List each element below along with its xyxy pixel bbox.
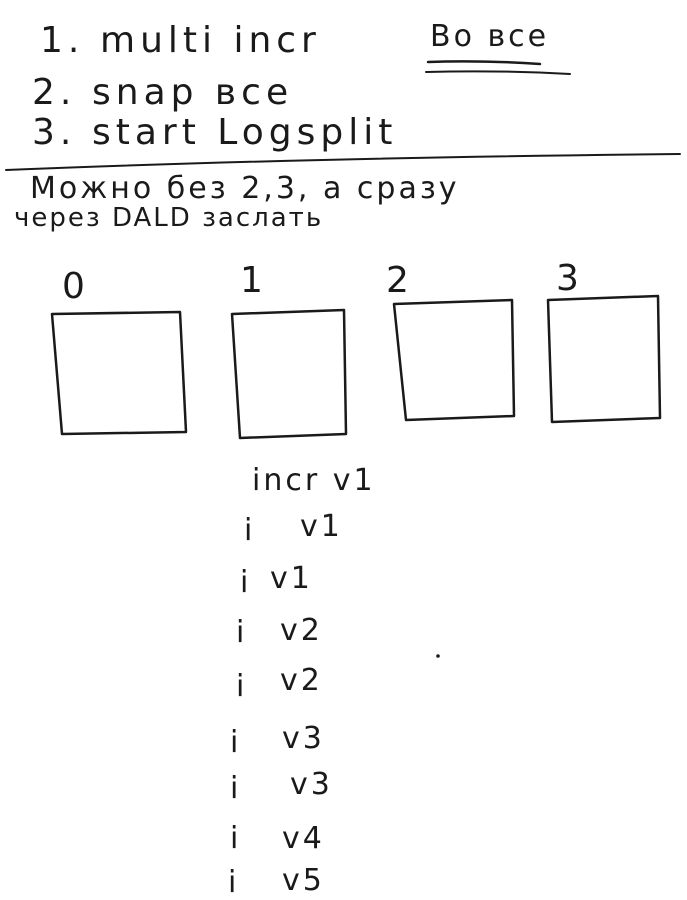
log-entry-version: v4 bbox=[282, 821, 325, 856]
log-entry-marker: i bbox=[236, 615, 247, 650]
step-1: 1. multi incr Во все bbox=[40, 19, 571, 75]
box-3-shape bbox=[546, 294, 662, 424]
step-1-suffix: Во все bbox=[430, 19, 549, 54]
step-3: 3. start Logsplit bbox=[32, 112, 397, 153]
box-1-label: 1 bbox=[240, 260, 268, 301]
log-entry-version: v2 bbox=[280, 613, 323, 648]
box-1: 1 bbox=[230, 260, 348, 440]
step-3-text: start Logsplit bbox=[92, 112, 397, 153]
box-2-label: 2 bbox=[386, 260, 414, 301]
box-2: 2 bbox=[386, 260, 516, 422]
log-entry-marker: i bbox=[228, 865, 239, 900]
step-2-number: 2. bbox=[32, 72, 76, 113]
log-entry: i v2 bbox=[236, 663, 323, 704]
suffix-underline-1 bbox=[426, 60, 542, 66]
log-entry-marker: i bbox=[244, 513, 255, 548]
log-entry-marker: i bbox=[240, 565, 251, 600]
step-1-text: multi incr bbox=[100, 20, 321, 61]
log-entry-version: v3 bbox=[290, 767, 333, 802]
stray-dot bbox=[436, 654, 440, 658]
log-entry: i v5 bbox=[228, 863, 325, 900]
box-1-shape bbox=[230, 308, 348, 440]
comment-line-1: Можно без 2,3, а сразу bbox=[30, 171, 460, 206]
suffix-underline-2 bbox=[425, 70, 571, 75]
log-entry-version: v2 bbox=[280, 663, 323, 698]
box-0-label: 0 bbox=[62, 266, 90, 307]
log-entry-marker: i bbox=[236, 669, 247, 704]
log-entry: i v1 bbox=[244, 509, 343, 548]
divider-line bbox=[5, 153, 681, 171]
log-entry: i v2 bbox=[236, 613, 323, 650]
box-0-shape bbox=[50, 310, 188, 436]
comment-line-2: через DALD заслать bbox=[14, 203, 323, 233]
box-3-label: 3 bbox=[556, 258, 584, 299]
box-2-shape bbox=[392, 298, 516, 422]
log-entry-version: v1 bbox=[270, 561, 313, 596]
log-entry-version: v3 bbox=[282, 721, 325, 756]
log-entry-marker: i bbox=[230, 725, 241, 760]
log-entry: i v1 bbox=[240, 561, 313, 600]
log-entry: i v3 bbox=[230, 721, 325, 760]
step-3-number: 3. bbox=[32, 112, 76, 153]
log-entry-version: v5 bbox=[282, 863, 325, 898]
log-entry: i v3 bbox=[230, 767, 333, 806]
log-entry: i v4 bbox=[230, 821, 325, 856]
log-entry-marker: i bbox=[230, 771, 241, 806]
box-3: 3 bbox=[546, 258, 662, 424]
log-header: incr v1 bbox=[252, 463, 376, 498]
log-entry-version: v1 bbox=[300, 509, 343, 544]
log-entry-marker: i bbox=[230, 821, 241, 856]
box-0: 0 bbox=[50, 266, 188, 436]
step-2-text: snap все bbox=[92, 72, 293, 113]
step-1-number: 1. bbox=[40, 20, 84, 61]
step-2: 2. snap все bbox=[32, 72, 293, 113]
